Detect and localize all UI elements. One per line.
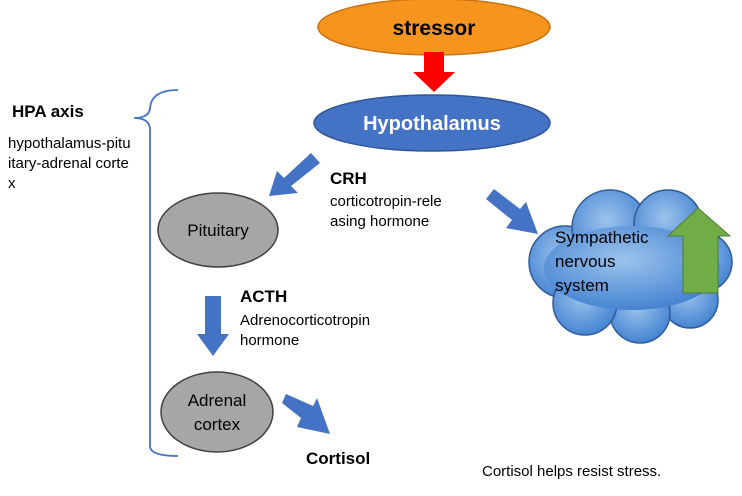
adrenal-cortex-node [160, 371, 274, 453]
hypothalamus-node [313, 94, 551, 152]
crh-description: corticotropin-releasing hormone [330, 193, 442, 230]
hpa-axis-title: HPA axis [12, 102, 84, 121]
crh-arrow [269, 153, 320, 196]
adrenal-label-line2: cortex [194, 415, 241, 434]
sympathetic-label-line3: system [555, 276, 609, 295]
stressor-label: stressor [393, 17, 476, 40]
cortisol-label: Cortisol [306, 449, 371, 468]
cortisol-arrow [282, 394, 330, 434]
crh-title: CRH [330, 169, 367, 188]
acth-title: ACTH [240, 287, 288, 306]
hypothalamus-label: Hypothalamus [363, 113, 501, 135]
acth-description: Adrenocorticotropin hormone [240, 312, 371, 349]
footnote: Cortisol helps resist stress. [482, 463, 662, 480]
sympathetic-arrow [486, 189, 538, 234]
hpa-bracket [133, 89, 179, 457]
hpa-axis-description: hypothalamus-pituitary-adrenal cortex [8, 135, 131, 192]
pituitary-node [157, 192, 279, 268]
pituitary-label: Pituitary [187, 221, 249, 240]
sympathetic-label-line1: Sympathetic [555, 228, 649, 247]
sympathetic-label-line2: nervous [555, 252, 615, 271]
acth-arrow [197, 296, 229, 356]
stressor-arrow [413, 52, 455, 92]
adrenal-label-line1: Adrenal [188, 391, 247, 410]
increase-arrow [666, 207, 732, 294]
